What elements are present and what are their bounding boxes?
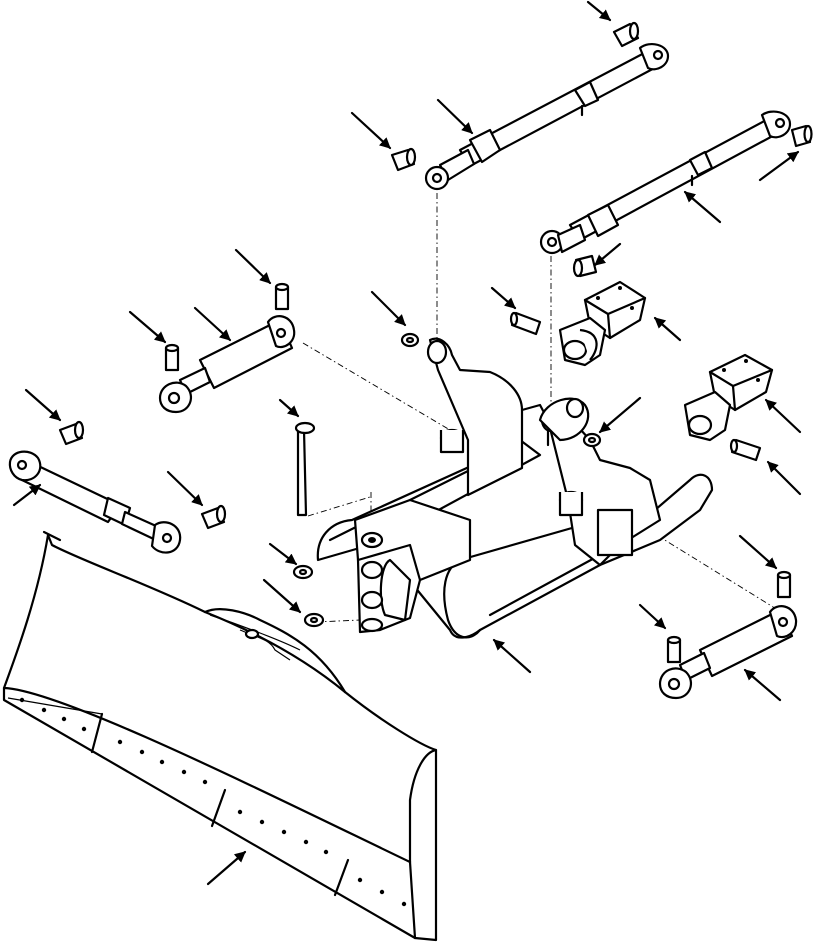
pin [274,282,290,311]
pin [572,254,598,278]
blade-cutting-edge [7,697,407,907]
washer [582,432,602,448]
tilt-cylinder [8,450,182,554]
angle-cylinder [158,315,296,414]
washer [292,564,314,580]
pin [790,124,813,148]
lift-cylinder [539,110,792,255]
angle-cylinder [658,605,798,700]
washer [400,332,420,348]
pin [390,147,417,172]
pivot-pin [294,421,316,517]
mounting-bracket [683,353,774,442]
pin [58,420,85,446]
pin [200,504,227,530]
pin [776,570,792,599]
dozer-blade [2,530,438,942]
pin [612,21,640,48]
push-frame [316,337,714,639]
pin [666,635,682,664]
washer [303,612,325,628]
lift-cylinder [424,43,670,191]
pin [509,311,542,336]
callout-arrows [12,0,802,886]
pin [164,343,180,372]
pin [729,438,762,462]
mounting-bracket [558,280,647,367]
